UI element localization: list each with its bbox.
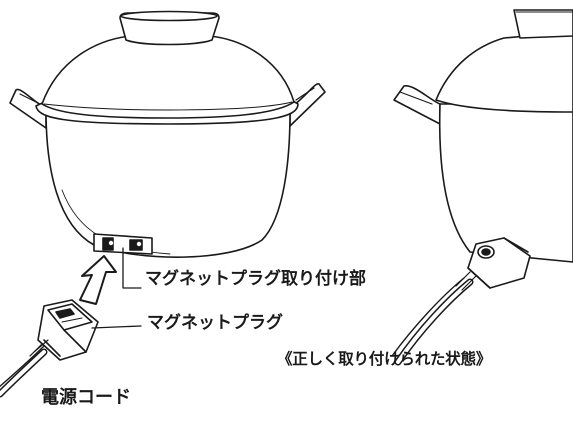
right-magnet-plug (467, 237, 531, 289)
power-cord-label: 電源コード (41, 387, 131, 408)
left-power-cord (0, 339, 49, 398)
right-pot (393, 9, 573, 263)
right-power-cord (391, 271, 477, 366)
correct-attachment-caption: 《正しく取り付けられた状態》 (277, 350, 492, 368)
right-pot-handle-left (393, 85, 441, 125)
left-pot-lid-knob (119, 12, 220, 46)
left-pot-lid (41, 34, 295, 119)
plug-leader-line (91, 325, 142, 329)
right-pot-body (438, 103, 573, 263)
insert-arrow (79, 255, 117, 305)
left-pot-socket (93, 233, 153, 255)
right-pot-lid (435, 31, 573, 113)
left-pot (9, 10, 326, 258)
left-pot-body (45, 109, 291, 258)
mount-leader-line (122, 247, 142, 289)
magnet-plug-mount-label: マグネットプラグ取り付け部 (145, 269, 366, 289)
right-pot-lid-knob (513, 9, 573, 39)
magnet-plug-label: マグネットプラグ (147, 313, 283, 333)
left-magnet-plug (37, 299, 99, 361)
